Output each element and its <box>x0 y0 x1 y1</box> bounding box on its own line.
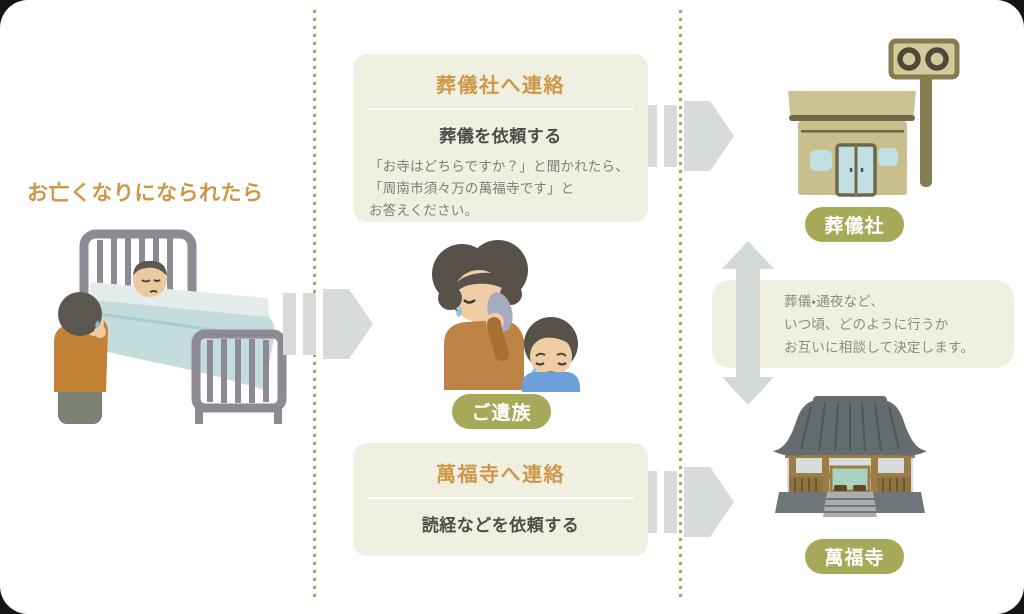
temple-label: 萬福寺 <box>805 539 904 574</box>
dotted-divider-right <box>679 10 682 602</box>
box-divider <box>367 497 634 499</box>
funeral-contact-subtitle: 葬儀を依頼する <box>439 127 562 146</box>
note-line: 葬儀・通夜など、 <box>784 294 885 309</box>
funeral-company-building-icon <box>788 38 960 197</box>
note-line: お互いに相談して決定します。 <box>784 340 975 356</box>
temple-contact-title: 萬福寺へ連絡 <box>436 464 565 486</box>
funeral-contact-body: 「お寺はどちらですか？」と聞かれたら、 「周南市須々万の萬福寺です」と お答えく… <box>369 156 638 222</box>
temple-contact-subtitle: 読経などを依頼する <box>421 516 580 535</box>
family-label: ご遺族 <box>452 394 551 429</box>
body-line: 「お寺はどちらですか？」と聞かれたら、 <box>369 159 629 174</box>
note-line: いつ頃、どのように行うか <box>784 317 949 333</box>
arrow-bar <box>664 105 677 167</box>
arrow-right-to-family <box>283 289 373 359</box>
body-line: 「周南市須々万の萬福寺です」と <box>369 181 575 196</box>
arrow-bar <box>283 293 296 355</box>
box-divider <box>367 108 634 110</box>
arrow-head <box>684 467 734 537</box>
arrow-head <box>323 289 373 359</box>
temple-contact-box: 萬福寺へ連絡 読経などを依頼する <box>353 443 648 556</box>
arrow-bar <box>303 293 316 355</box>
grieving-family-icon <box>432 240 581 392</box>
funeral-contact-box: 葬儀社へ連絡 葬儀を依頼する 「お寺はどちらですか？」と聞かれたら、 「周南市須… <box>353 54 648 222</box>
body-line: お答えください。 <box>369 203 479 218</box>
temple-building-icon <box>773 396 927 517</box>
arrow-head <box>684 101 734 171</box>
deathbed-scene-icon <box>54 229 287 424</box>
funeral-company-label: 葬儀社 <box>805 207 904 242</box>
arrow-right-to-funeral-company <box>644 101 734 171</box>
funeral-contact-title: 葬儀社へ連絡 <box>436 75 565 97</box>
arrow-bar <box>664 471 677 533</box>
arrow-right-to-temple <box>644 467 734 537</box>
consultation-note: 葬儀・通夜など、 いつ頃、どのように行うか お互いに相談して決定します。 <box>712 280 1014 368</box>
page-title: お亡くなりになられたら <box>27 182 264 205</box>
